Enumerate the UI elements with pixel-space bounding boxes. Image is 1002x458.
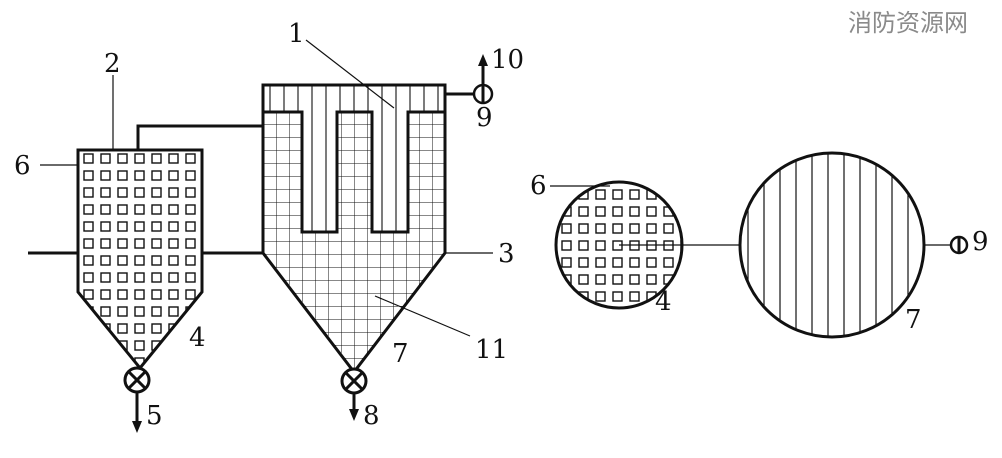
pump-9-icon [472,83,494,105]
left-vessel [28,124,263,433]
label-4-left: 4 [189,323,206,353]
label-8: 8 [363,401,380,431]
label-6-right: 6 [530,171,547,201]
label-2: 2 [104,49,121,79]
label-6-left: 6 [14,151,31,181]
connecting-pipe-upper [136,124,263,150]
leader-lines [40,39,493,337]
plan-pump-9-icon [949,235,969,255]
label-5: 5 [146,401,163,431]
label-11: 11 [475,335,508,365]
watermark-text: 消防资源网 [848,9,968,37]
label-1: 1 [288,19,305,49]
plan-view [550,151,969,339]
right-valve-icon [340,367,368,395]
label-9-left: 9 [476,103,493,133]
label-9-right: 9 [972,227,989,257]
right-vessel [261,54,494,421]
label-3: 3 [498,239,515,269]
label-10: 10 [491,45,524,75]
left-valve-icon [123,366,151,394]
label-4-right: 4 [655,287,672,317]
arrow-up-icon [478,54,488,66]
arrow-down-icon [132,421,142,433]
label-7-right: 7 [905,305,922,335]
arrow-down-icon [349,409,359,421]
label-7-left: 7 [392,339,409,369]
